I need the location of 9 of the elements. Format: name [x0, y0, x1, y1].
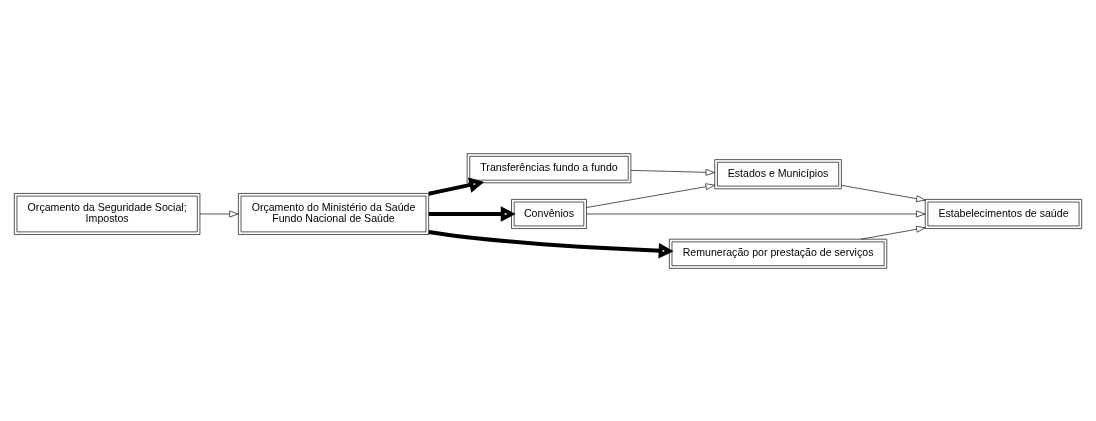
arrow [428, 205, 516, 222]
arrow [586, 210, 926, 217]
arrow [199, 210, 239, 217]
arrow [428, 229, 674, 259]
arrow [630, 168, 715, 176]
arrow [586, 182, 715, 208]
arrow [428, 176, 485, 196]
arrow [860, 225, 926, 239]
arrow [841, 184, 926, 202]
